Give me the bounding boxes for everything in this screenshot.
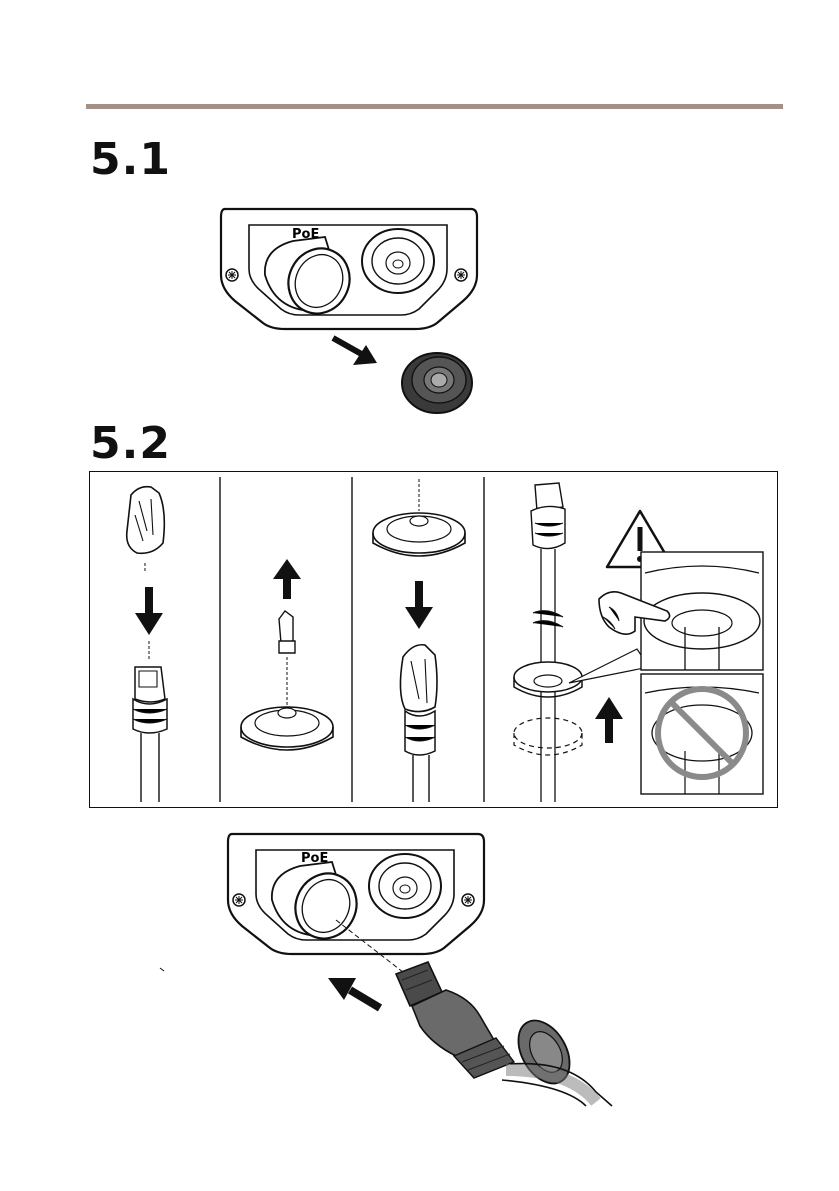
poe-label: PoE — [301, 851, 328, 866]
gasket-icon — [402, 353, 472, 413]
panel-2-remove-insert — [241, 559, 333, 750]
arrow-icon — [135, 587, 163, 635]
remove-gasket-illustration: PoE — [215, 205, 485, 420]
step-number-5-2: 5.2 — [90, 422, 171, 466]
cable-port — [362, 229, 434, 293]
panel-3-gasket-over-boot — [373, 479, 465, 802]
cable-port — [369, 854, 441, 918]
arrow-icon — [328, 978, 380, 1008]
header-rule — [86, 104, 783, 109]
detail-incorrect — [641, 674, 763, 794]
install-cable-illustration: PoE — [150, 830, 630, 1110]
screw-icon — [462, 894, 474, 906]
screw-icon — [455, 269, 467, 281]
arrow-icon — [273, 559, 301, 599]
panel-4-slide-gasket — [514, 483, 763, 802]
assembly-steps-illustration — [89, 471, 778, 808]
step-number-5-1: 5.1 — [90, 138, 171, 182]
screw-icon — [233, 894, 245, 906]
rj45-connector — [396, 962, 514, 1078]
poe-label: PoE — [292, 227, 319, 242]
arrow-icon — [333, 338, 377, 365]
arrow-icon — [595, 697, 623, 743]
arrow-icon — [405, 581, 433, 629]
screw-icon — [226, 269, 238, 281]
panel-1-boot-over-plug — [127, 487, 167, 802]
